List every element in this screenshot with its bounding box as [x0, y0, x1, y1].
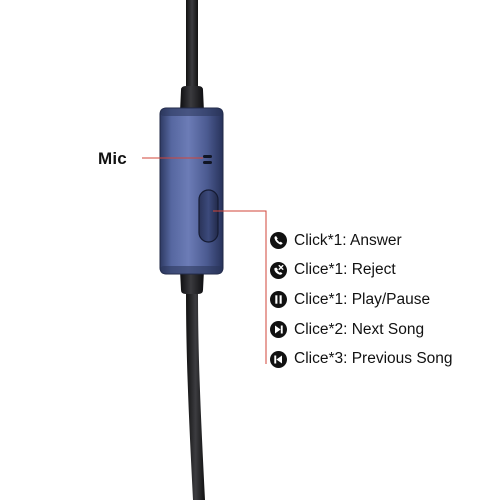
button-callout-line: [213, 210, 267, 364]
cable-top: [186, 0, 198, 92]
mic-label: Mic: [98, 149, 127, 168]
function-text: Clice*2: Next Song: [294, 320, 425, 338]
remote-bottom-cap: [180, 270, 204, 294]
function-item-answer: Click*1: Answer: [270, 226, 453, 256]
previous-song-icon: [270, 350, 287, 368]
function-item-reject: Clice*1: Reject: [270, 256, 453, 286]
function-text: Clice*1: Play/Pause: [294, 290, 431, 308]
function-item-play-pause: Clice*1: Play/Pause: [270, 285, 453, 315]
mic-holes: [203, 155, 212, 164]
function-item-next-song: Clice*2: Next Song: [270, 315, 453, 345]
cable-bottom: [186, 290, 205, 500]
function-text: Click*1: Answer: [294, 231, 402, 249]
phone-answer-icon: [270, 232, 287, 250]
remote-top-cap: [180, 86, 204, 112]
function-text: Clice*1: Reject: [294, 261, 396, 279]
button-function-list: Click*1: Answer Clice*1: Reject Clice*1:…: [270, 226, 453, 374]
function-item-previous-song: Clice*3: Previous Song: [270, 344, 453, 374]
next-song-icon: [270, 321, 287, 339]
function-text: Clice*3: Previous Song: [294, 350, 453, 368]
phone-reject-icon: [270, 261, 287, 279]
play-pause-icon: [270, 291, 287, 309]
control-button[interactable]: [198, 189, 219, 243]
